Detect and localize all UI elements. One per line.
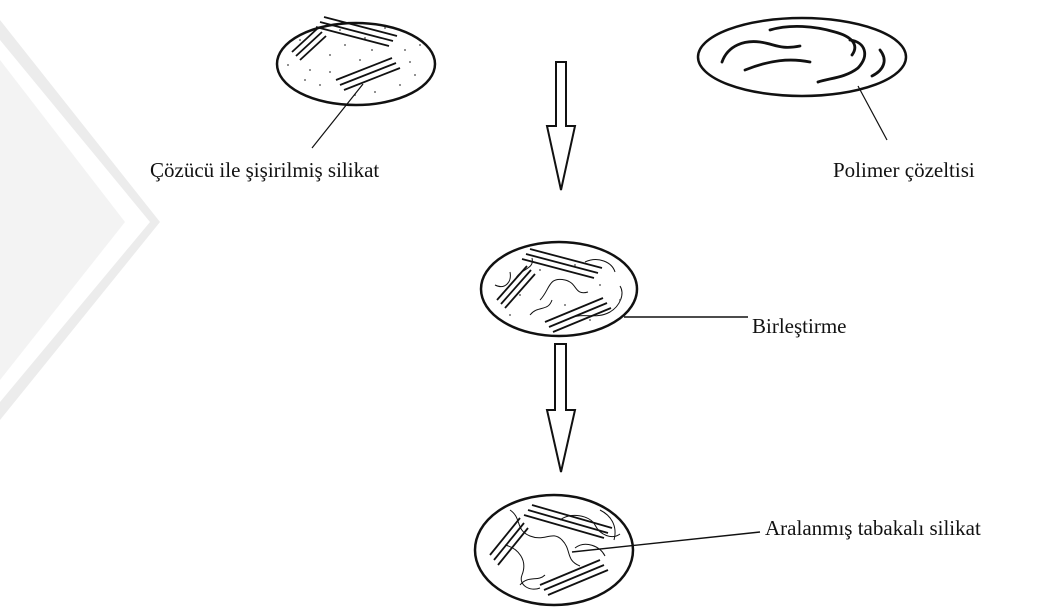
swollen-silicate-label: Çözücü ile şişirilmiş silikat xyxy=(150,158,380,182)
watermark-chevron-fill xyxy=(0,60,125,380)
combining-ellipse xyxy=(479,240,748,338)
combining-label: Birleştirme xyxy=(752,314,847,338)
swollen-silicate-ellipse xyxy=(275,16,437,149)
down-arrow-1 xyxy=(545,61,577,191)
spaced-silicate-ellipse xyxy=(473,493,761,607)
down-arrow-2 xyxy=(545,343,577,473)
spaced-layered-silicate-label: Aralanmış tabakalı silikat xyxy=(765,516,981,540)
polymer-solution-ellipse xyxy=(696,16,908,141)
polymer-solution-label: Polimer çözeltisi xyxy=(833,158,975,182)
